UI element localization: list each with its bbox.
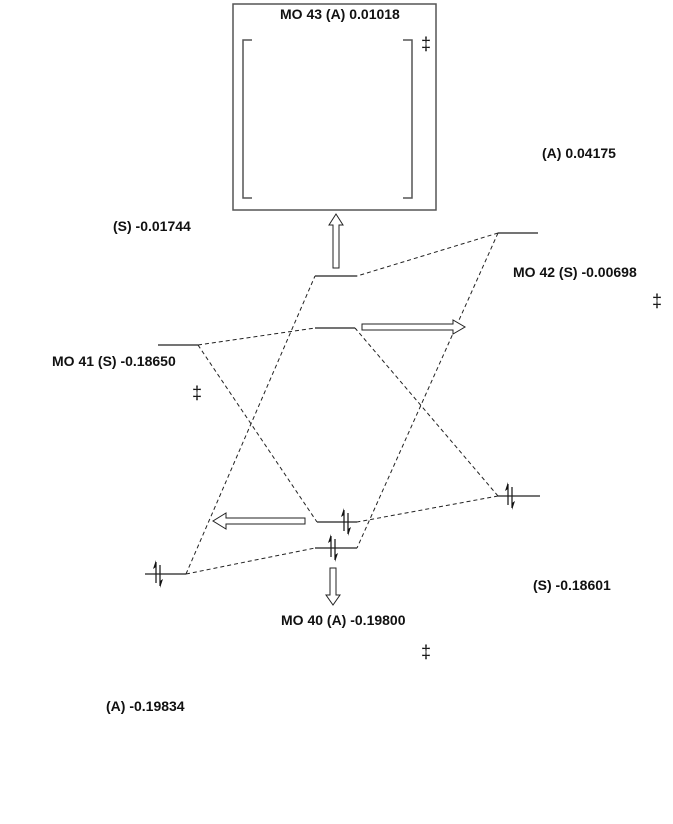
correlation-right-lumo-mo40 (356, 232, 499, 549)
ts-symbol-mo40: ‡ (421, 642, 432, 662)
electron-pair-mo41 (341, 508, 351, 536)
electron-pair-right-homo (505, 482, 515, 510)
bracket-left (242, 39, 252, 199)
electron-pair-mo40 (328, 534, 338, 562)
correlation-left-homo-mo40 (185, 547, 316, 575)
mo-box-mo43 (232, 3, 437, 211)
electron-pairs (153, 482, 515, 588)
mo-boxes (232, 3, 437, 211)
label-right-homo: (S) -0.18601 (533, 577, 611, 593)
arrow-up-to-mo43 (328, 213, 344, 269)
correlation-right-homo-mo42 (354, 327, 499, 497)
correlation-left-lumo-mo41 (197, 344, 318, 523)
arrow-right-to-mo42 (361, 319, 466, 335)
ts-symbol-mo41: ‡ (192, 383, 203, 403)
label-mo43: MO 43 (A) 0.01018 (280, 6, 400, 22)
ts-symbol-mo42: ‡ (652, 291, 663, 311)
label-left-lumo: (S) -0.01744 (113, 218, 191, 234)
arrow-down-to-mo40 (325, 567, 341, 606)
label-mo40: MO 40 (A) -0.19800 (281, 612, 406, 628)
arrow-left-to-mo41 (212, 512, 306, 530)
correlation-left-homo-mo43 (185, 275, 316, 575)
bracket-right (403, 39, 413, 199)
electron-pair-left-homo (153, 560, 163, 588)
correlation-right-homo-mo41 (356, 495, 499, 523)
label-mo42: MO 42 (S) -0.00698 (513, 264, 637, 280)
correlation-lines (185, 232, 499, 575)
label-mo41: MO 41 (S) -0.18650 (52, 353, 176, 369)
block-arrows (212, 213, 466, 606)
ts-symbol-mo43: ‡ (421, 34, 432, 54)
label-left-homo: (A) -0.19834 (106, 698, 185, 714)
label-right-lumo: (A) 0.04175 (542, 145, 616, 161)
energy-levels (145, 232, 540, 575)
correlation-left-lumo-mo42 (197, 327, 316, 346)
correlation-right-lumo-mo43 (356, 232, 499, 277)
